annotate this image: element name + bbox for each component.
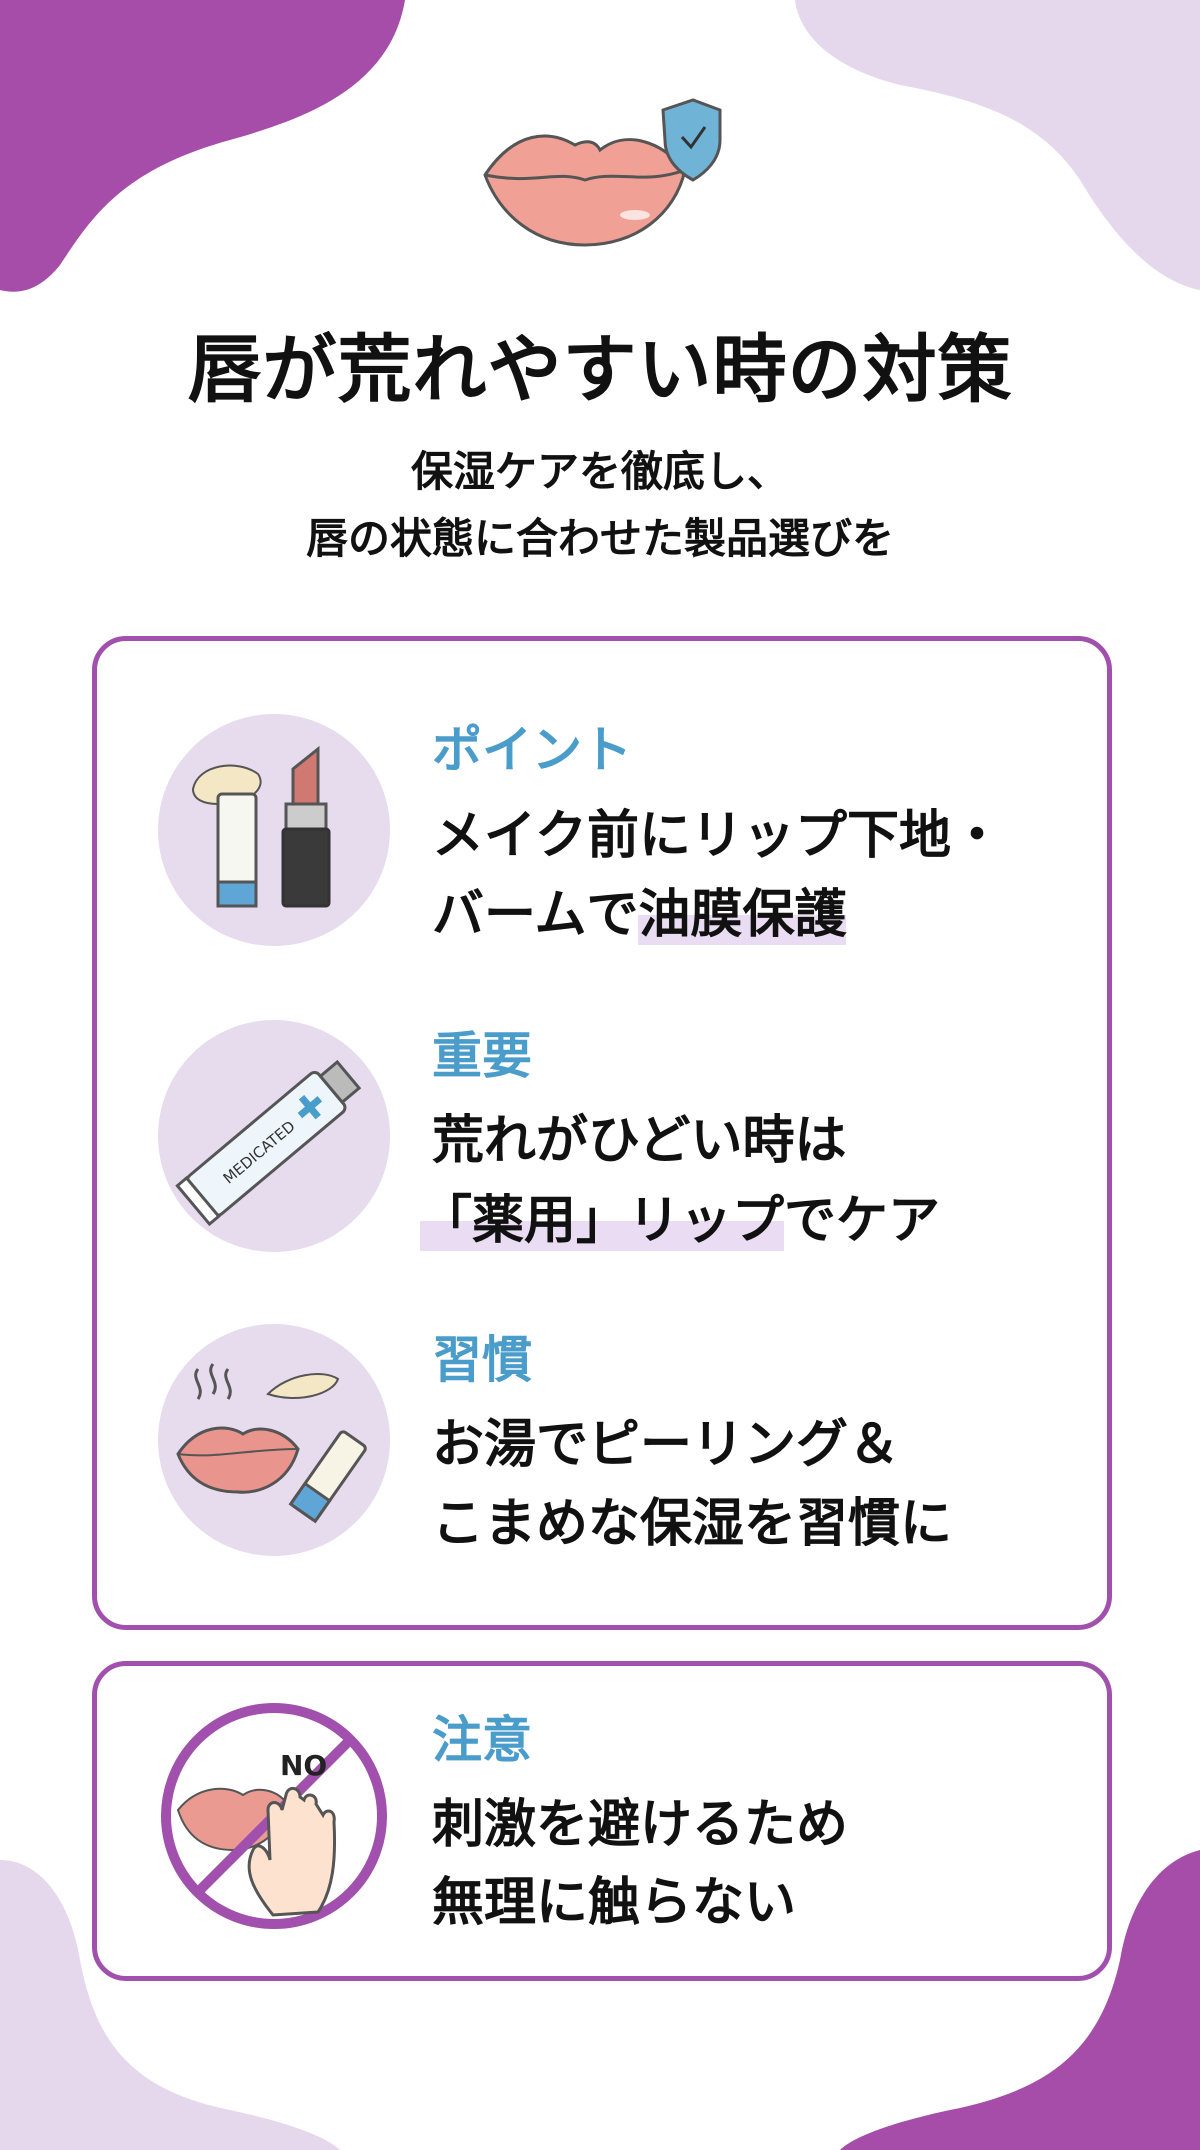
tip-3-label: 習慣 — [432, 1331, 532, 1389]
tip-1-label: ポイント — [432, 721, 632, 779]
tip-1-highlight: 油膜保護 — [638, 885, 847, 945]
tip-3-icon-bg — [158, 1324, 390, 1556]
caution-line-2: 無理に触らない — [432, 1873, 797, 1933]
no-touching-lips-icon: NO — [161, 1703, 387, 1929]
tip-3-line-2: こまめな保湿を習慣に — [432, 1494, 953, 1554]
lips-with-shield-check-icon — [483, 98, 722, 247]
tip-2-line-2-plain: でケア — [784, 1191, 941, 1251]
bottom-left-blob — [0, 1860, 340, 2150]
top-right-blob — [795, 0, 1200, 290]
lip-balm-and-lipstick-icon — [191, 745, 331, 908]
subtitle-line-2: 唇の状態に合わせた製品選びを — [305, 514, 894, 563]
tip-2-icon-bg: MEDICATED — [158, 1020, 390, 1252]
tip-1-line-2-plain: バームで — [432, 885, 639, 945]
tip-2-highlight: 「薬用」リップ — [420, 1191, 785, 1251]
tip-2-line-1: 荒れがひどい時は — [432, 1111, 847, 1171]
tip-3-line-1: お湯でピーリング＆ — [432, 1415, 901, 1475]
tip-2-line-2: 「薬用」リップでケア — [420, 1178, 940, 1253]
steam-lips-and-balm-icon — [176, 1363, 367, 1524]
tip-2-label: 重要 — [432, 1027, 532, 1085]
tip-1-icon-bg — [158, 714, 390, 946]
subtitle-line-1: 保湿ケアを徹底し、 — [410, 447, 789, 496]
caution-line-1: 刺激を避けるため — [432, 1795, 849, 1855]
top-left-blob — [0, 0, 405, 292]
tip-1-line-2: バームで油膜保護 — [432, 872, 847, 947]
bottom-right-blob — [840, 1850, 1200, 2150]
medicated-tube-icon: MEDICATED — [175, 1059, 362, 1227]
page-title: 唇が荒れやすい時の対策 — [187, 327, 1013, 413]
tip-1-line-1: メイク前にリップ下地・ — [432, 806, 1003, 866]
no-text: NO — [280, 1749, 327, 1782]
caution-label: 注意 — [432, 1711, 532, 1769]
